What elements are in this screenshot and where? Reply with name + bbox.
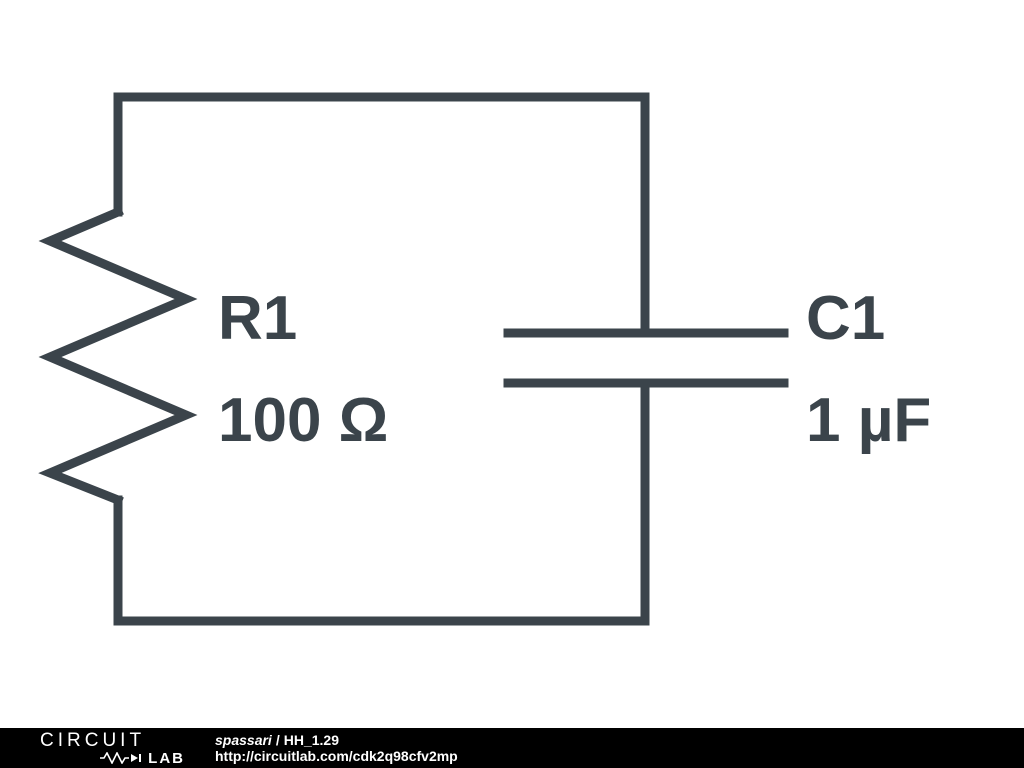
wire-top-right <box>113 92 650 338</box>
footer-attribution: spassari/HH_1.29 http://circuitlab.com/c… <box>215 732 458 764</box>
logo-text-circuit: CIRCUIT <box>40 729 146 751</box>
logo-bottom-row: LAB <box>40 751 185 766</box>
capacitor-ref-label: C1 <box>806 284 886 353</box>
capacitor-symbol <box>503 328 789 388</box>
wire-bottom-left <box>113 378 650 626</box>
footer-circuit-title: HH_1.29 <box>283 731 339 748</box>
circuitlab-logo: CIRCUIT LAB <box>40 731 185 766</box>
schematic-drawing <box>38 92 789 626</box>
footer-separator: / <box>275 731 280 748</box>
resistor-ref-label: R1 <box>218 284 298 353</box>
footer-title-line: spassari/HH_1.29 <box>215 732 458 748</box>
footer-author: spassari <box>215 731 272 748</box>
resistor-value-label: 100 Ω <box>218 386 389 455</box>
logo-text-lab: LAB <box>148 749 185 767</box>
capacitor-value-label: 1 µF <box>806 386 932 455</box>
resistor-waveform-icon <box>100 752 142 764</box>
footer-url: http://circuitlab.com/cdk2q98cfv2mp <box>215 748 458 764</box>
footer-bar: CIRCUIT LAB spassari/HH_1.29 http://circ… <box>0 728 1024 768</box>
resistor-symbol <box>38 206 198 506</box>
